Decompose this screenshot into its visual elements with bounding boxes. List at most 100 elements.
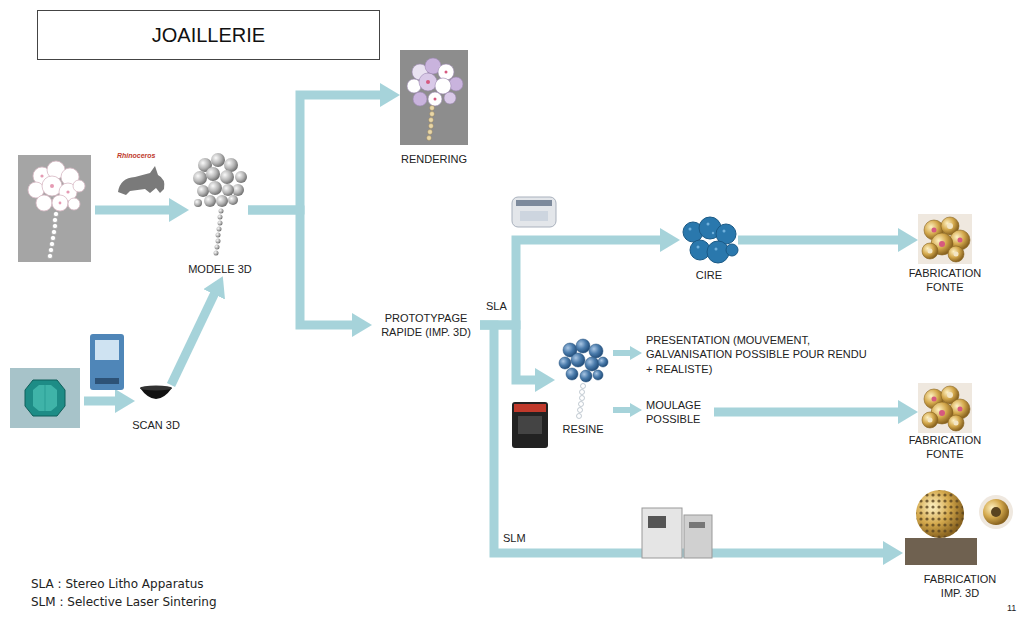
scan-3d-illustration	[140, 386, 172, 391]
rendering-illustration	[444, 92, 456, 104]
model-3d-illustration	[224, 158, 238, 172]
wax-illustration	[689, 223, 726, 251]
model-3d-illustration	[228, 195, 238, 205]
resin-illustration	[580, 390, 585, 395]
gemstone-photo	[33, 385, 57, 411]
node-caption: FABRICATION FONTE	[905, 433, 985, 462]
flow-arrow	[480, 240, 666, 325]
model-3d-illustration	[216, 195, 228, 207]
sketch-illustration	[28, 161, 85, 211]
resin-node: RESINE	[555, 338, 611, 436]
slm-machine-icon	[642, 508, 682, 558]
process-note: PRESENTATION (MOUVEMENT, GALVANISATION P…	[642, 333, 876, 376]
model-3d-illustration	[206, 167, 220, 181]
logo-text: Rhinoceros	[116, 152, 157, 160]
rendering-illustration	[449, 77, 463, 91]
printed-sphere-illustration	[916, 490, 964, 538]
sketch-illustration	[18, 155, 91, 262]
wax-illustration	[715, 248, 718, 251]
sla-printer-icon	[516, 200, 552, 206]
resin-illustration	[585, 357, 599, 371]
node-caption: MODELE 3D	[185, 262, 255, 276]
slm-machine-icon	[642, 508, 712, 558]
model-3d-illustration	[220, 170, 234, 184]
printed-sphere-illustration	[916, 490, 964, 538]
rendering-illustration	[429, 118, 434, 123]
rendering-illustration	[426, 71, 448, 101]
sketch-illustration	[68, 198, 80, 210]
sketch-illustration	[50, 184, 54, 188]
resin-illustration	[577, 414, 582, 419]
resin-illustration	[578, 408, 583, 413]
gemstone-photo	[10, 368, 80, 428]
sla-printer-icon	[520, 211, 548, 221]
rendering-illustration	[419, 73, 437, 91]
title-box: JOAILLERIE	[37, 10, 380, 60]
cast-jewel-illustration	[918, 214, 972, 264]
sketch-illustration	[73, 180, 85, 192]
sketch-illustration	[47, 211, 58, 258]
flow-arrow	[248, 210, 358, 325]
rendering-node: RENDERING	[400, 50, 468, 166]
model-3d-illustration	[194, 199, 202, 207]
rendering-illustration	[438, 64, 454, 80]
rendering-illustration	[430, 106, 435, 111]
casting-node: FABRICATION FONTE	[918, 383, 972, 462]
node-caption: CIRE	[679, 268, 739, 282]
flow-arrow	[738, 236, 904, 245]
model-3d-illustration	[208, 181, 222, 195]
process-note: MOULAGE POSSIBLE	[642, 398, 714, 427]
resin-illustration	[593, 370, 603, 380]
model-3d-illustration	[215, 245, 220, 250]
model-3d-illustration	[211, 153, 225, 167]
node-caption: RESINE	[553, 422, 613, 436]
wax-illustration	[683, 217, 738, 263]
scanner-device	[95, 378, 119, 384]
sketch-illustration	[48, 247, 53, 252]
resin-illustration	[579, 402, 584, 407]
resin-illustration	[559, 339, 608, 419]
model-3d-illustration	[235, 171, 247, 183]
sketch-illustration	[40, 174, 43, 177]
process-label: SLA	[485, 300, 508, 313]
resin-illustration	[559, 339, 608, 382]
flow-arrow	[714, 408, 904, 417]
sla-printer-icon	[512, 197, 556, 227]
sketch-illustration	[36, 195, 52, 211]
scanner-device	[90, 334, 124, 390]
node-caption: FABRICATION FONTE	[905, 266, 985, 295]
wax-illustration	[707, 223, 710, 226]
wax-illustration	[723, 230, 726, 233]
rendering-illustration	[413, 92, 427, 106]
scanner-device	[95, 340, 119, 360]
resin-illustration	[598, 357, 608, 367]
resin-illustration	[589, 344, 603, 358]
rendering-illustration	[426, 80, 430, 84]
scan-3d-illustration	[140, 386, 172, 400]
flow-arrow	[84, 210, 175, 401]
flow-arrow	[248, 95, 386, 210]
printed-sphere-illustration	[905, 538, 977, 565]
model-3d-illustration	[197, 185, 209, 197]
slm-machine-icon	[689, 522, 705, 528]
flow-arrow	[84, 397, 121, 406]
sketch-illustration	[40, 174, 69, 204]
resin-illustration	[577, 384, 586, 419]
sla-printer-icon	[512, 197, 556, 227]
node-caption: PROTOTYPAGE RAPIDE (IMP. 3D)	[372, 311, 480, 340]
printed-sphere-illustration	[905, 490, 1013, 565]
model-3d-node: MODELE 3D	[192, 150, 248, 276]
node-caption: PRESENTATION (MOUVEMENT, GALVANISATION P…	[646, 333, 876, 376]
model-3d-illustration	[214, 209, 224, 256]
sketch-illustration	[66, 190, 69, 193]
model-3d-illustration	[193, 153, 247, 256]
resin-illustration	[566, 368, 578, 380]
sketch-illustration	[52, 217, 57, 222]
model-3d-illustration	[204, 195, 216, 207]
resin-illustration	[559, 357, 571, 369]
node-caption: MOULAGE POSSIBLE	[646, 398, 714, 427]
wax-node: CIRE	[680, 216, 738, 282]
rendering-illustration	[429, 124, 434, 129]
node-caption: FABRICATION IMP. 3D	[917, 572, 1003, 601]
